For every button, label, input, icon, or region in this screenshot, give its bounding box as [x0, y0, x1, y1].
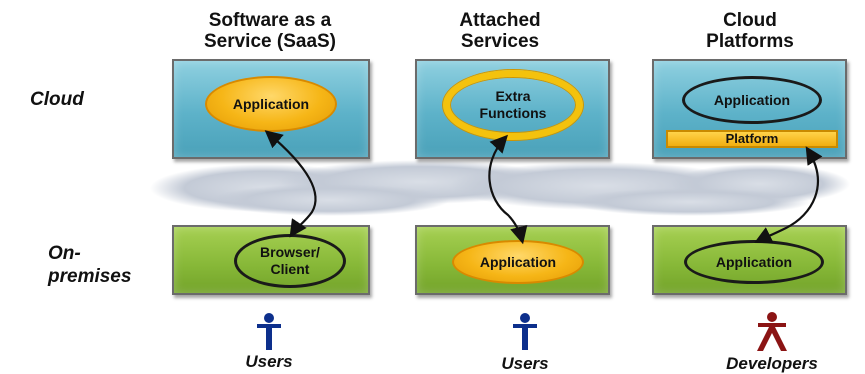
people-label-developers: Developers: [726, 354, 818, 373]
row-label-cloud: Cloud: [30, 89, 84, 110]
developer-icon: [757, 312, 787, 351]
oval-saas-application: Application: [205, 76, 337, 132]
arrow-saas: [264, 130, 317, 238]
oval-onprem-platform-application: Application: [684, 240, 824, 284]
people-label-users: Users: [501, 354, 549, 373]
column-title-saas: Software as a Service (SaaS): [203, 10, 337, 52]
arrow-attached: [488, 134, 528, 245]
oval-platform-application: Application: [682, 76, 822, 124]
row-label-on-premises: On- premises: [48, 243, 132, 287]
people-label-users: Users: [245, 352, 293, 371]
column-title-cloud-platforms: Cloud Platforms: [706, 10, 794, 52]
user-icon: [513, 313, 537, 350]
platform-bar: Platform: [666, 130, 838, 148]
column-title-attached-services: Attached Services: [459, 10, 541, 52]
arrow-platform: [754, 146, 823, 243]
oval-attached-application: Application: [452, 240, 584, 284]
user-icon: [257, 313, 281, 350]
